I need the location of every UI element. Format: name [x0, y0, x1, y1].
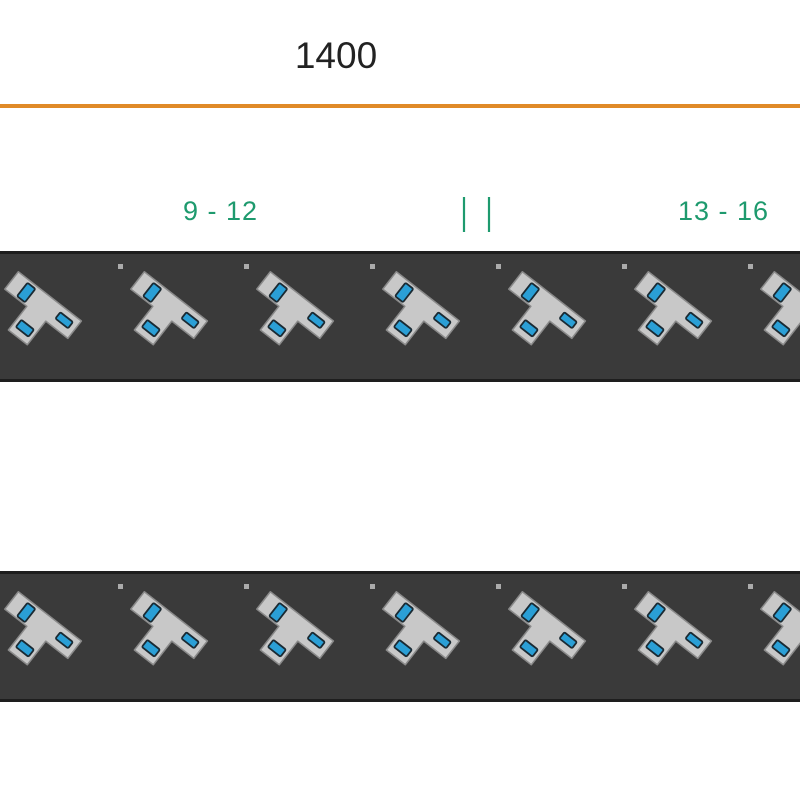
socket-indicator-mark: [118, 584, 123, 589]
socket-neutral-pin: [15, 639, 35, 658]
socket-face: [760, 271, 800, 346]
socket-indicator-mark: [622, 264, 627, 269]
socket-neutral-pin: [393, 319, 413, 338]
socket-earth-pin: [772, 282, 792, 303]
socket-earth-pin: [772, 602, 792, 623]
socket-indicator-mark: [496, 584, 501, 589]
socket-indicator-mark: [370, 584, 375, 589]
group-label-9-12: 9 - 12: [183, 196, 259, 226]
socket-live-pin: [433, 631, 452, 649]
socket-icon: [760, 591, 800, 666]
socket-earth-pin: [520, 282, 540, 303]
socket-live-pin: [181, 631, 200, 649]
socket-neutral-pin: [645, 319, 665, 338]
socket-neutral-pin: [645, 639, 665, 658]
socket-indicator-mark: [748, 264, 753, 269]
socket-neutral-pin: [771, 319, 791, 338]
socket-icon: [382, 271, 461, 346]
socket-icon: [130, 591, 209, 666]
socket-icon: [634, 271, 713, 346]
socket-icon: [508, 591, 587, 666]
group-label-13-16: 13 - 16: [678, 196, 770, 226]
socket-earth-pin: [16, 282, 36, 303]
socket-earth-pin: [646, 282, 666, 303]
socket-earth-pin: [16, 602, 36, 623]
socket-live-pin: [181, 311, 200, 329]
socket-earth-pin: [394, 602, 414, 623]
socket-indicator-mark: [244, 264, 249, 269]
socket-live-pin: [559, 311, 578, 329]
socket-earth-pin: [268, 602, 288, 623]
socket-neutral-pin: [519, 319, 539, 338]
socket-earth-pin: [142, 282, 162, 303]
dimension-line: [0, 104, 800, 108]
socket-face: [760, 591, 800, 666]
socket-indicator-mark: [118, 264, 123, 269]
socket-icon: [508, 271, 587, 346]
socket-icon: [760, 271, 800, 346]
socket-neutral-pin: [15, 319, 35, 338]
socket-icon: [382, 591, 461, 666]
socket-icon: [130, 271, 209, 346]
socket-neutral-pin: [771, 639, 791, 658]
socket-live-pin: [559, 631, 578, 649]
socket-earth-pin: [142, 602, 162, 623]
socket-neutral-pin: [393, 639, 413, 658]
socket-face: [4, 271, 83, 346]
socket-live-pin: [685, 311, 704, 329]
socket-indicator-mark: [244, 584, 249, 589]
socket-neutral-pin: [141, 319, 161, 338]
socket-earth-pin: [268, 282, 288, 303]
socket-live-pin: [433, 311, 452, 329]
socket-indicator-mark: [496, 264, 501, 269]
top-pdu-strip: [0, 251, 800, 382]
socket-icon: [634, 591, 713, 666]
socket-neutral-pin: [141, 639, 161, 658]
socket-icon: [4, 271, 83, 346]
bottom-strip-sockets: [4, 584, 800, 666]
socket-live-pin: [307, 631, 326, 649]
dimension-label: 1400: [294, 35, 378, 76]
socket-icon: [4, 591, 83, 666]
socket-earth-pin: [646, 602, 666, 623]
socket-neutral-pin: [267, 639, 287, 658]
socket-neutral-pin: [519, 639, 539, 658]
socket-icon: [256, 591, 335, 666]
socket-live-pin: [307, 311, 326, 329]
socket-earth-pin: [394, 282, 414, 303]
bottom-pdu-strip: [0, 571, 800, 702]
top-strip-sockets: [4, 264, 800, 346]
separator-mark: [462, 197, 491, 232]
socket-live-pin: [55, 631, 74, 649]
socket-live-pin: [55, 311, 74, 329]
socket-live-pin: [685, 631, 704, 649]
socket-icon: [256, 271, 335, 346]
socket-face: [4, 591, 83, 666]
socket-indicator-mark: [370, 264, 375, 269]
socket-indicator-mark: [622, 584, 627, 589]
socket-earth-pin: [520, 602, 540, 623]
socket-neutral-pin: [267, 319, 287, 338]
dimension-line-bar: [0, 104, 800, 108]
socket-indicator-mark: [748, 584, 753, 589]
